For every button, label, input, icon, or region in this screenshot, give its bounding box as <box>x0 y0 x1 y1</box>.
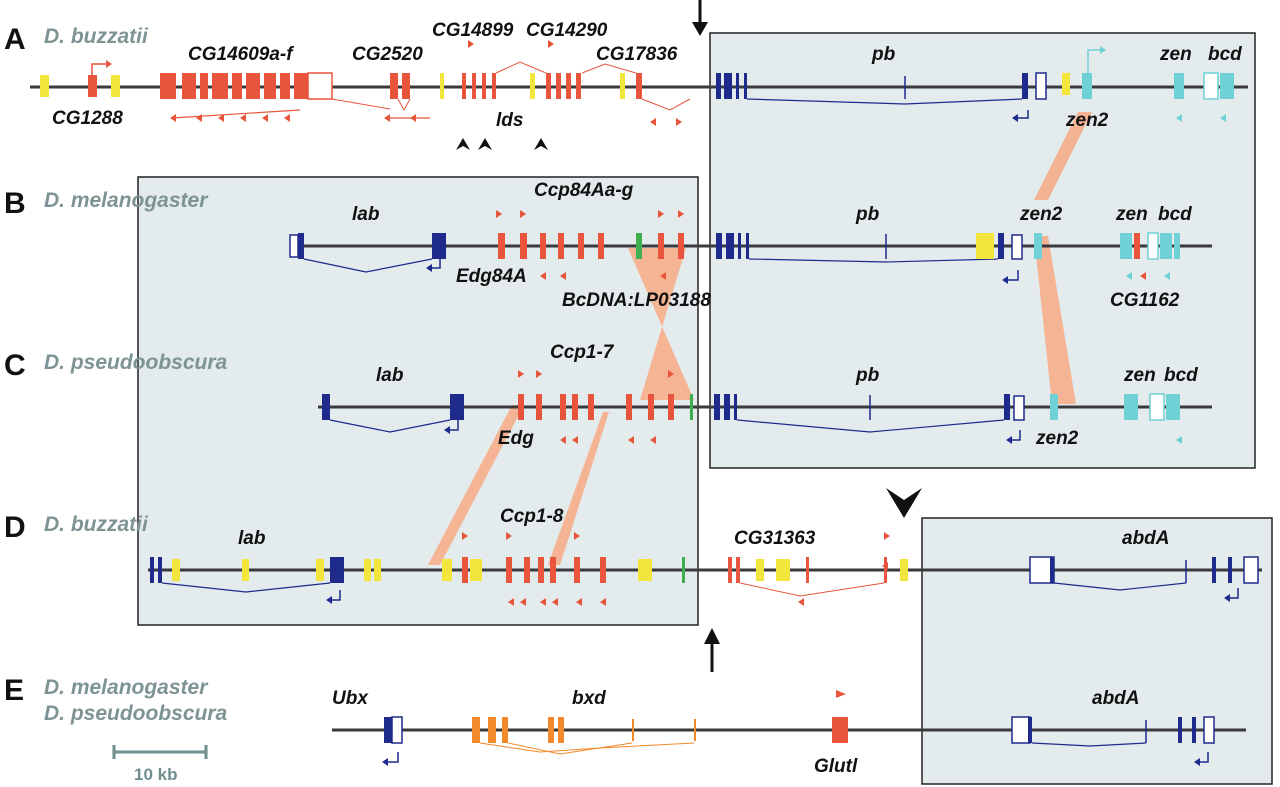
wedge-zen2-ab <box>1034 112 1092 200</box>
species-label-e-2: D. pseudoobscura <box>44 702 228 725</box>
wedge-edg-bc <box>628 248 694 400</box>
scale-bar-label: 10 kb <box>134 765 177 784</box>
gene-label: bxd <box>572 688 606 709</box>
row-letter-a: A <box>4 23 26 56</box>
gene-label: zen2 <box>1065 110 1109 131</box>
gene-label: abdA <box>1092 688 1140 709</box>
gene-label: bcd <box>1158 204 1192 225</box>
gene-label: Glutl <box>814 756 858 777</box>
gene-label: lds <box>496 110 523 131</box>
gene-label: CG1162 <box>1110 290 1180 311</box>
synteny-wedges <box>428 112 1092 565</box>
gene-label: lab <box>238 528 266 549</box>
gene-block <box>307 72 333 100</box>
region-box-b-left <box>137 176 699 626</box>
gene-block <box>40 75 49 97</box>
species-label-a: D. buzzatii <box>44 25 149 48</box>
gene-label: zen <box>1159 44 1192 65</box>
region-box-d-right <box>921 517 1273 785</box>
row-e-genes <box>382 690 1215 766</box>
species-label-d: D. buzzatii <box>44 513 149 536</box>
gene-label: Ccp84Aa-g <box>534 180 634 201</box>
gene-label: bcd <box>1164 365 1198 386</box>
gene-label: pb <box>871 44 896 65</box>
down-arrow-icon <box>692 0 708 36</box>
wedge-zen2-bc <box>1034 236 1076 404</box>
species-label-b: D. melanogaster <box>44 189 209 212</box>
row-letter-e: E <box>4 674 24 707</box>
caret-up-icon <box>534 138 548 150</box>
caret-up-icon <box>456 138 470 150</box>
gene-block <box>88 75 97 97</box>
gene-label: zen2 <box>1019 204 1063 225</box>
row-b-genes <box>289 210 1180 284</box>
gene-label: CG14899 <box>432 20 514 41</box>
row-c-genes <box>322 370 1182 444</box>
gene-block <box>390 73 398 99</box>
caret-up-icon <box>478 138 492 150</box>
row-letter-b: B <box>4 187 26 220</box>
gene-label: Edg <box>498 428 534 449</box>
gene-label: CG31363 <box>734 528 816 549</box>
gene-label: CG17836 <box>596 44 678 65</box>
gene-block <box>111 75 120 97</box>
gene-label: CG1288 <box>52 108 123 129</box>
gene-label: zen2 <box>1035 428 1079 449</box>
gene-label: Ccp1-8 <box>500 506 564 527</box>
gene-label: lab <box>376 365 404 386</box>
gene-label: CG2520 <box>352 44 423 65</box>
gene-label: Ccp1-7 <box>550 342 615 363</box>
wedge-ccp-cd <box>548 412 609 565</box>
gene-label: abdA <box>1122 528 1170 549</box>
gene-label: lab <box>352 204 380 225</box>
row-a-genes <box>40 0 1234 150</box>
gene-label: CG14609a-f <box>188 44 294 65</box>
gene-label: pb <box>855 365 880 386</box>
gene-label: zen <box>1115 204 1148 225</box>
gene-label: bcd <box>1208 44 1242 65</box>
row-d-genes <box>150 488 1259 672</box>
species-label-c: D. pseudoobscura <box>44 351 228 374</box>
gene-label: Edg84A <box>456 266 527 287</box>
scale-bar: 10 kb <box>112 745 208 784</box>
gene-label: zen <box>1123 365 1156 386</box>
wedge-edg-cd <box>428 405 524 565</box>
row-letter-c: C <box>4 349 26 382</box>
cg14609-cluster <box>160 73 308 99</box>
gene-label: Ubx <box>332 688 369 709</box>
row-letter-d: D <box>4 511 26 544</box>
gene-label: CG14290 <box>526 20 608 41</box>
gene-block <box>402 73 410 99</box>
chevron-down-icon <box>886 488 922 518</box>
species-label-e-1: D. melanogaster <box>44 676 209 699</box>
gene-label: pb <box>855 204 880 225</box>
gene-label: BcDNA:LP03188 <box>562 290 711 311</box>
up-arrow-icon <box>704 628 720 672</box>
